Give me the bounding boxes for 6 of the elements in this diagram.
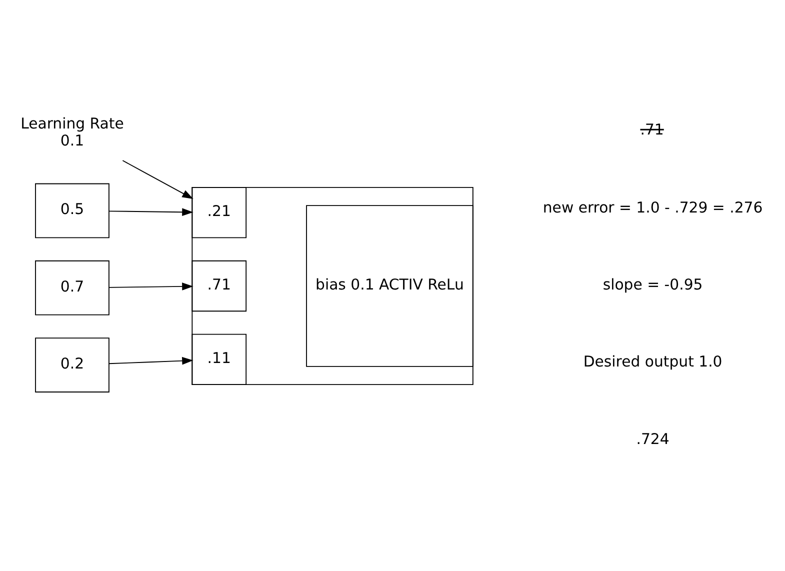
label: Desired output 1.0	[583, 352, 722, 370]
label: .724	[636, 429, 670, 448]
label: new error = 1.0 - .729 = .276	[542, 198, 763, 216]
label: slope = -0.95	[602, 275, 703, 294]
node-text: Learning Rate 0.1	[20, 114, 124, 149]
label: .71	[640, 120, 664, 138]
